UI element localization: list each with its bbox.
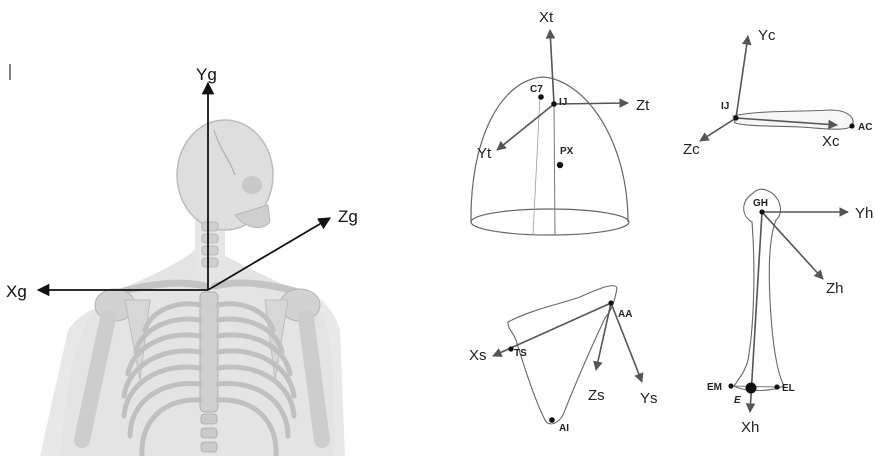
humerus-landmark-em-dot xyxy=(728,383,733,388)
thorax-panel: Xt Zt Yt C7 IJ PX xyxy=(471,9,650,235)
thorax-y-axis xyxy=(497,104,554,150)
thorax-midline xyxy=(554,104,555,235)
clavicle-z-label: Zc xyxy=(683,141,700,158)
thorax-landmark-px-dot xyxy=(557,162,563,168)
thorax-landmark-c7-dot xyxy=(538,94,544,100)
thorax-x-axis xyxy=(550,30,554,104)
global-y-label: Yg xyxy=(196,65,217,84)
humerus-landmark-el-dot xyxy=(774,384,779,389)
global-x-label: Xg xyxy=(6,282,27,301)
clavicle-y-axis xyxy=(736,36,748,118)
thorax-base xyxy=(471,209,629,235)
clavicle-landmark-ij: IJ xyxy=(721,101,729,112)
global-z-label: Zg xyxy=(338,207,358,226)
humerus-landmark-gh: GH xyxy=(753,198,768,209)
humerus-z-label: Zh xyxy=(826,280,844,297)
scapula-landmark-ts-dot xyxy=(508,346,513,351)
clavicle-landmark-ac: AC xyxy=(858,122,872,133)
humerus-landmark-el: EL xyxy=(782,383,795,394)
skeleton-illustration xyxy=(40,120,345,456)
scapula-y-label: Ys xyxy=(640,390,658,407)
thorax-x-label: Xt xyxy=(539,9,554,26)
thorax-outline xyxy=(471,77,628,222)
humerus-outline xyxy=(734,189,784,390)
humerus-x-axis xyxy=(750,212,762,412)
clavicle-x-label: Xc xyxy=(822,133,840,150)
humerus-landmark-gh-dot xyxy=(759,209,764,214)
humerus-y-label: Yh xyxy=(855,205,873,222)
clavicle-z-axis xyxy=(700,118,736,141)
clavicle-y-label: Yc xyxy=(758,27,776,44)
scapula-landmark-aa: AA xyxy=(618,309,632,320)
clavicle-landmark-ij-dot xyxy=(733,115,738,120)
humerus-landmark-em: EM xyxy=(707,382,722,393)
clavicle-landmark-ac-dot xyxy=(849,123,854,128)
humerus-x-label: Xh xyxy=(741,419,759,436)
scapula-landmark-aa-dot xyxy=(608,300,613,305)
thorax-y-label: Yt xyxy=(477,145,492,162)
scapula-z-axis xyxy=(596,303,611,370)
clavicle-panel: Yc Xc Zc IJ AC xyxy=(683,27,872,158)
scapula-landmark-ai-dot xyxy=(549,417,555,423)
humerus-landmark-e: E xyxy=(734,395,741,406)
thorax-landmark-c7: C7 xyxy=(530,84,543,95)
thorax-landmark-px: PX xyxy=(560,146,574,157)
scapula-landmark-ai: AI xyxy=(559,423,569,434)
humerus-z-axis xyxy=(762,212,823,279)
thorax-landmark-ij: IJ xyxy=(559,97,567,108)
humerus-landmark-e-dot xyxy=(746,383,757,394)
scapula-x-label: Xs xyxy=(469,347,487,364)
scapula-z-label: Zs xyxy=(588,387,605,404)
humerus-panel: Xh Yh Zh GH EM EL E xyxy=(707,189,873,436)
scapula-panel: Xs Zs Ys AA TS AI xyxy=(469,286,658,434)
scapula-landmark-ts: TS xyxy=(514,348,527,359)
thorax-z-label: Zt xyxy=(636,97,650,114)
thorax-landmark-ij-dot xyxy=(551,101,557,107)
